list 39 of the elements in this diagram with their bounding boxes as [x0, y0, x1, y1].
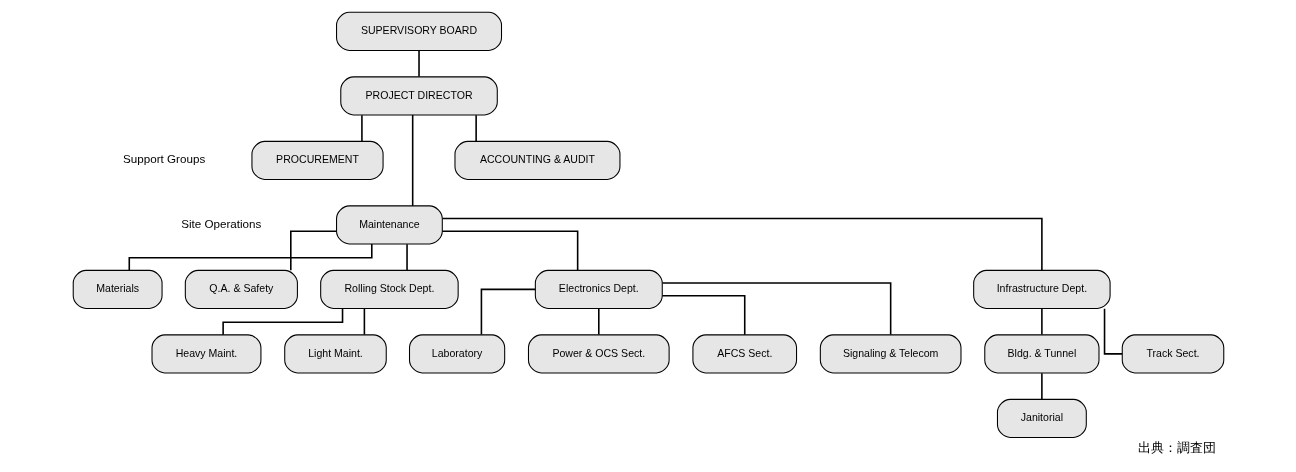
connector	[480, 288, 536, 336]
node-box: ACCOUNTING & AUDIT	[453, 140, 620, 180]
connector	[405, 243, 408, 271]
node-box: Signaling & Telecom	[819, 334, 961, 374]
node-box: Q.A. & Safety	[184, 269, 298, 309]
node-box: Electronics Dept.	[534, 269, 663, 309]
node-box: Track Sect.	[1121, 334, 1224, 374]
connector	[417, 49, 420, 78]
caption: 出典：調査団	[1137, 440, 1216, 455]
node-box: Power & OCS Sect.	[527, 334, 670, 374]
connector	[128, 243, 373, 271]
connector	[411, 114, 413, 207]
node-box: Janitorial	[996, 398, 1087, 438]
connector	[360, 114, 363, 142]
node-box: SUPERVISORY BOARD	[335, 11, 502, 51]
label: Support Groups	[122, 152, 205, 166]
connector	[363, 307, 365, 336]
connector	[661, 294, 746, 336]
connector	[661, 282, 891, 336]
connector	[474, 114, 477, 142]
node-box: Materials	[72, 269, 163, 309]
connector	[221, 307, 343, 336]
connector	[441, 230, 578, 272]
connector	[1040, 372, 1043, 400]
node-box: PROJECT DIRECTOR	[339, 76, 498, 116]
node-box: Light Maint.	[283, 334, 387, 374]
node-box: Bldg. & Tunnel	[983, 334, 1099, 374]
node-box: Infrastructure Dept.	[972, 269, 1111, 309]
connector	[441, 217, 1043, 271]
label: Site Operations	[180, 216, 261, 230]
node-box: Laboratory	[408, 334, 505, 374]
node-box: AFCS Sect.	[691, 334, 797, 374]
node-box: Heavy Maint.	[151, 334, 261, 374]
connector	[1040, 307, 1043, 336]
node-box: Maintenance	[335, 205, 443, 245]
connector	[597, 307, 600, 336]
node-box: PROCUREMENT	[250, 140, 384, 180]
node-box: Rolling Stock Dept.	[319, 269, 459, 309]
connector	[289, 230, 337, 272]
